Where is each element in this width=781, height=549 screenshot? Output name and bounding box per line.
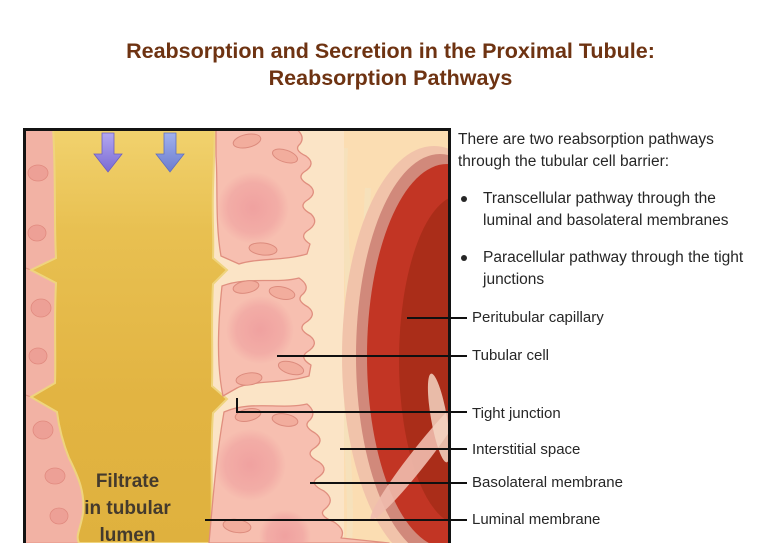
slide-title-line2: Reabsorption Pathways	[268, 66, 513, 91]
callout-tight-junction: Tight junction	[472, 405, 561, 422]
tubular-cell-shape	[215, 128, 316, 265]
filtrate-flow-arrow-icon	[155, 132, 185, 173]
leader-line-peritubular-capillary	[407, 317, 467, 319]
bullet-dot-icon	[461, 196, 467, 202]
peritubular-capillary-shape	[342, 146, 451, 543]
proximal-tubule-illustration	[23, 128, 451, 543]
leader-line-tubular-cell	[277, 355, 467, 357]
leader-line-luminal-membrane	[205, 519, 467, 521]
callout-basolateral-membrane: Basolateral membrane	[472, 474, 623, 491]
tubular-lumen-region	[28, 128, 229, 543]
info-intro-text: There are two reabsorption pathways thro…	[458, 131, 714, 170]
pathway-bullet-list: Transcellular pathway through the lumina…	[458, 188, 766, 290]
callout-tubular-cell: Tubular cell	[472, 347, 549, 364]
tubular-cell-shape	[208, 403, 390, 543]
bullet-text: Paracellular pathway through the tight j…	[483, 249, 744, 288]
filtrate-caption: Filtrate in tubular lumen	[84, 471, 171, 546]
bullet-item-transcellular: Transcellular pathway through the lumina…	[458, 188, 766, 231]
bullet-text: Transcellular pathway through the lumina…	[483, 190, 729, 229]
slide-title: Reabsorption and Secretion in the Proxim…	[0, 38, 781, 92]
tubular-cells	[208, 128, 390, 543]
slide-title-line1: Reabsorption and Secretion in the Proxim…	[126, 39, 655, 64]
bullet-item-paracellular: Paracellular pathway through the tight j…	[458, 247, 766, 290]
leader-line-interstitial-space	[340, 448, 467, 450]
filtrate-flow-arrow-icon	[93, 132, 123, 173]
callout-interstitial-space: Interstitial space	[472, 441, 581, 458]
strip-cell-spots	[27, 164, 69, 525]
leader-line-tight-junction-vertical	[236, 398, 238, 413]
callout-peritubular-capillary: Peritubular capillary	[472, 309, 604, 326]
illustration-border	[23, 128, 451, 543]
leader-line-basolateral-membrane	[310, 482, 467, 484]
bullet-dot-icon	[461, 255, 467, 261]
tubular-cell-shape	[217, 277, 315, 397]
info-panel: There are two reabsorption pathways thro…	[458, 129, 766, 306]
callout-luminal-membrane: Luminal membrane	[472, 511, 601, 528]
leader-line-tight-junction	[236, 411, 467, 413]
